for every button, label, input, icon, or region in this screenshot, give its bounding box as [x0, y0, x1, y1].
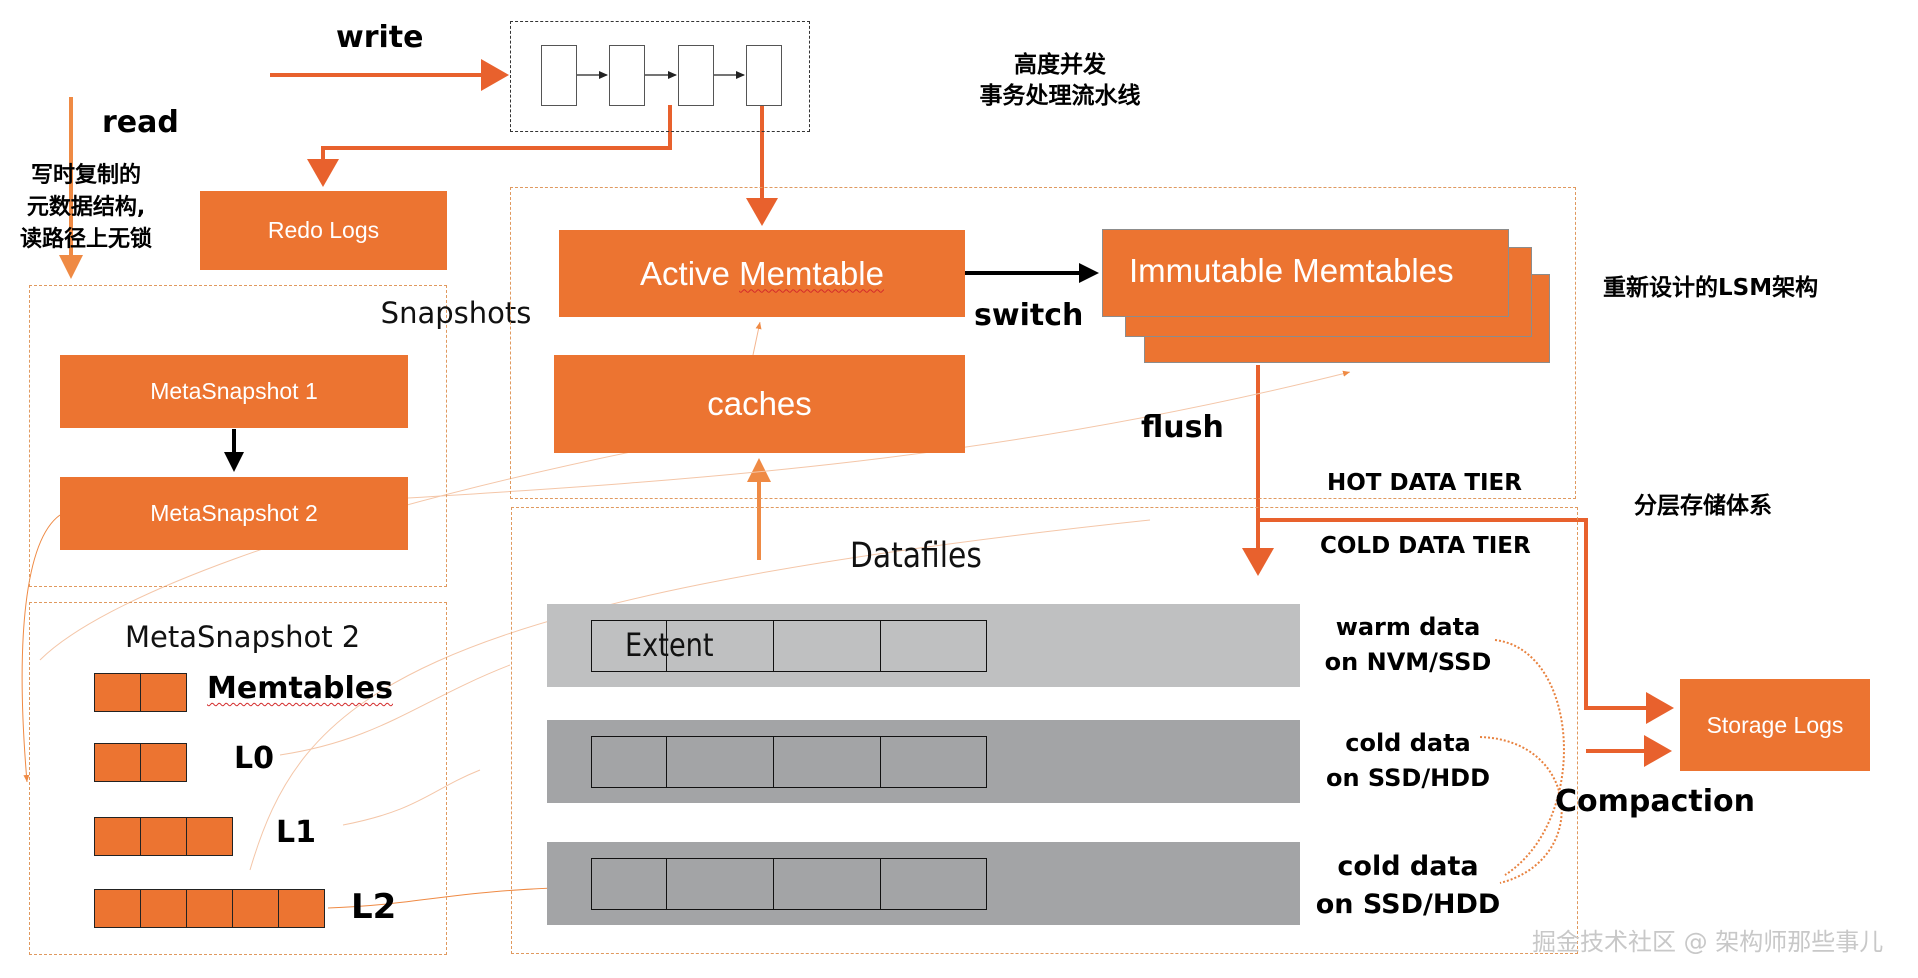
transaction-pipeline	[510, 21, 810, 132]
level-label: L2	[351, 887, 397, 927]
extent-cell	[591, 858, 667, 910]
level-block	[94, 817, 141, 856]
storage-tier-line: warm data	[1335, 613, 1481, 641]
level-block	[140, 673, 187, 712]
cow-note-line: 写时复制的	[30, 163, 141, 188]
meta-snapshot-detail-panel	[29, 602, 447, 955]
flush-label: flush	[1141, 410, 1224, 445]
immutable-memtables-box[interactable]: Immutable Memtables	[1102, 229, 1509, 317]
meta-snapshot-detail-title: MetaSnapshot 2	[125, 620, 361, 654]
datafile-row	[547, 720, 1300, 803]
meta-snapshot-1[interactable]: MetaSnapshot 1	[60, 355, 408, 428]
storage-tier-line: cold data	[1337, 851, 1479, 882]
level-label: Memtables	[207, 671, 394, 706]
cold-tier-label: COLD DATA TIER	[1320, 533, 1531, 559]
pipeline-note: 高度并发 事务处理流水线	[960, 50, 1160, 112]
datafiles-title: Datafiles	[850, 536, 982, 576]
storage-tier-label: cold data on SSD/HDD	[1308, 848, 1508, 924]
level-block	[94, 673, 141, 712]
compaction-label: Compaction	[1555, 784, 1755, 819]
pipeline-stage	[541, 45, 577, 106]
extent-cell	[773, 858, 881, 910]
switch-label: switch	[974, 298, 1084, 333]
level-label: L1	[276, 815, 316, 850]
snapshots-panel	[29, 285, 447, 587]
storage-tier-line: on SSD/HDD	[1325, 764, 1491, 792]
snapshots-title: Snapshots	[29, 296, 532, 330]
pipeline-stage	[678, 45, 714, 106]
pipeline-note-line: 事务处理流水线	[979, 83, 1141, 109]
extent-cell	[880, 620, 987, 672]
storage-tier-label: cold data on SSD/HDD	[1308, 726, 1508, 796]
level-block	[186, 817, 233, 856]
read-label: read	[102, 105, 179, 140]
hot-data-tier-panel	[510, 187, 1576, 499]
datafile-row	[547, 842, 1300, 925]
tier-note: 分层存储体系	[1634, 493, 1772, 519]
level-block	[140, 889, 187, 928]
cow-note-line: 元数据结构,	[26, 195, 146, 220]
cow-note-line: 读路径上无锁	[19, 227, 152, 252]
extent-cell	[880, 736, 987, 788]
storage-tier-line: on SSD/HDD	[1315, 889, 1501, 920]
storage-tier-line: cold data	[1345, 729, 1471, 757]
extent-cell	[591, 736, 667, 788]
cow-note: 写时复制的 元数据结构, 读路径上无锁	[6, 160, 166, 256]
active-memtable-label-part: Memtable	[739, 254, 884, 292]
datafile-row	[547, 604, 1300, 687]
active-memtable-box[interactable]: Active Memtable	[559, 230, 965, 317]
active-memtable-label: Active Memtable	[640, 255, 884, 293]
level-block	[278, 889, 325, 928]
level-block	[140, 743, 187, 782]
snapshots-title-text: Snapshots	[380, 296, 532, 330]
meta-snapshot-2[interactable]: MetaSnapshot 2	[60, 477, 408, 550]
level-block	[186, 889, 233, 928]
watermark: 掘金技术社区 @ 架构师那些事儿	[1532, 928, 1884, 956]
level-block	[232, 889, 279, 928]
active-memtable-label-part: Active	[640, 254, 740, 292]
lsm-note: 重新设计的LSM架构	[1603, 275, 1819, 301]
extent-cell	[666, 858, 774, 910]
extent-cell	[880, 858, 987, 910]
level-label: L0	[234, 741, 274, 776]
caches-box[interactable]: caches	[554, 355, 965, 453]
extent-cell	[773, 736, 881, 788]
hot-tier-label: HOT DATA TIER	[1327, 470, 1522, 496]
storage-tier-line: on NVM/SSD	[1324, 648, 1492, 676]
redo-logs-box[interactable]: Redo Logs	[200, 191, 447, 270]
level-block	[140, 817, 187, 856]
cold-data-tier-panel	[511, 507, 1578, 954]
extent-label: Extent	[625, 626, 714, 664]
extent-cell	[666, 736, 774, 788]
pipeline-note-line: 高度并发	[1014, 52, 1106, 78]
extent-cell	[773, 620, 881, 672]
pipeline-stage	[609, 45, 645, 106]
pipeline-stage	[746, 45, 782, 106]
level-block	[94, 743, 141, 782]
write-label: write	[336, 20, 424, 55]
storage-logs-box[interactable]: Storage Logs	[1680, 679, 1870, 771]
storage-tier-label: warm data on NVM/SSD	[1308, 610, 1508, 680]
level-block	[94, 889, 141, 928]
